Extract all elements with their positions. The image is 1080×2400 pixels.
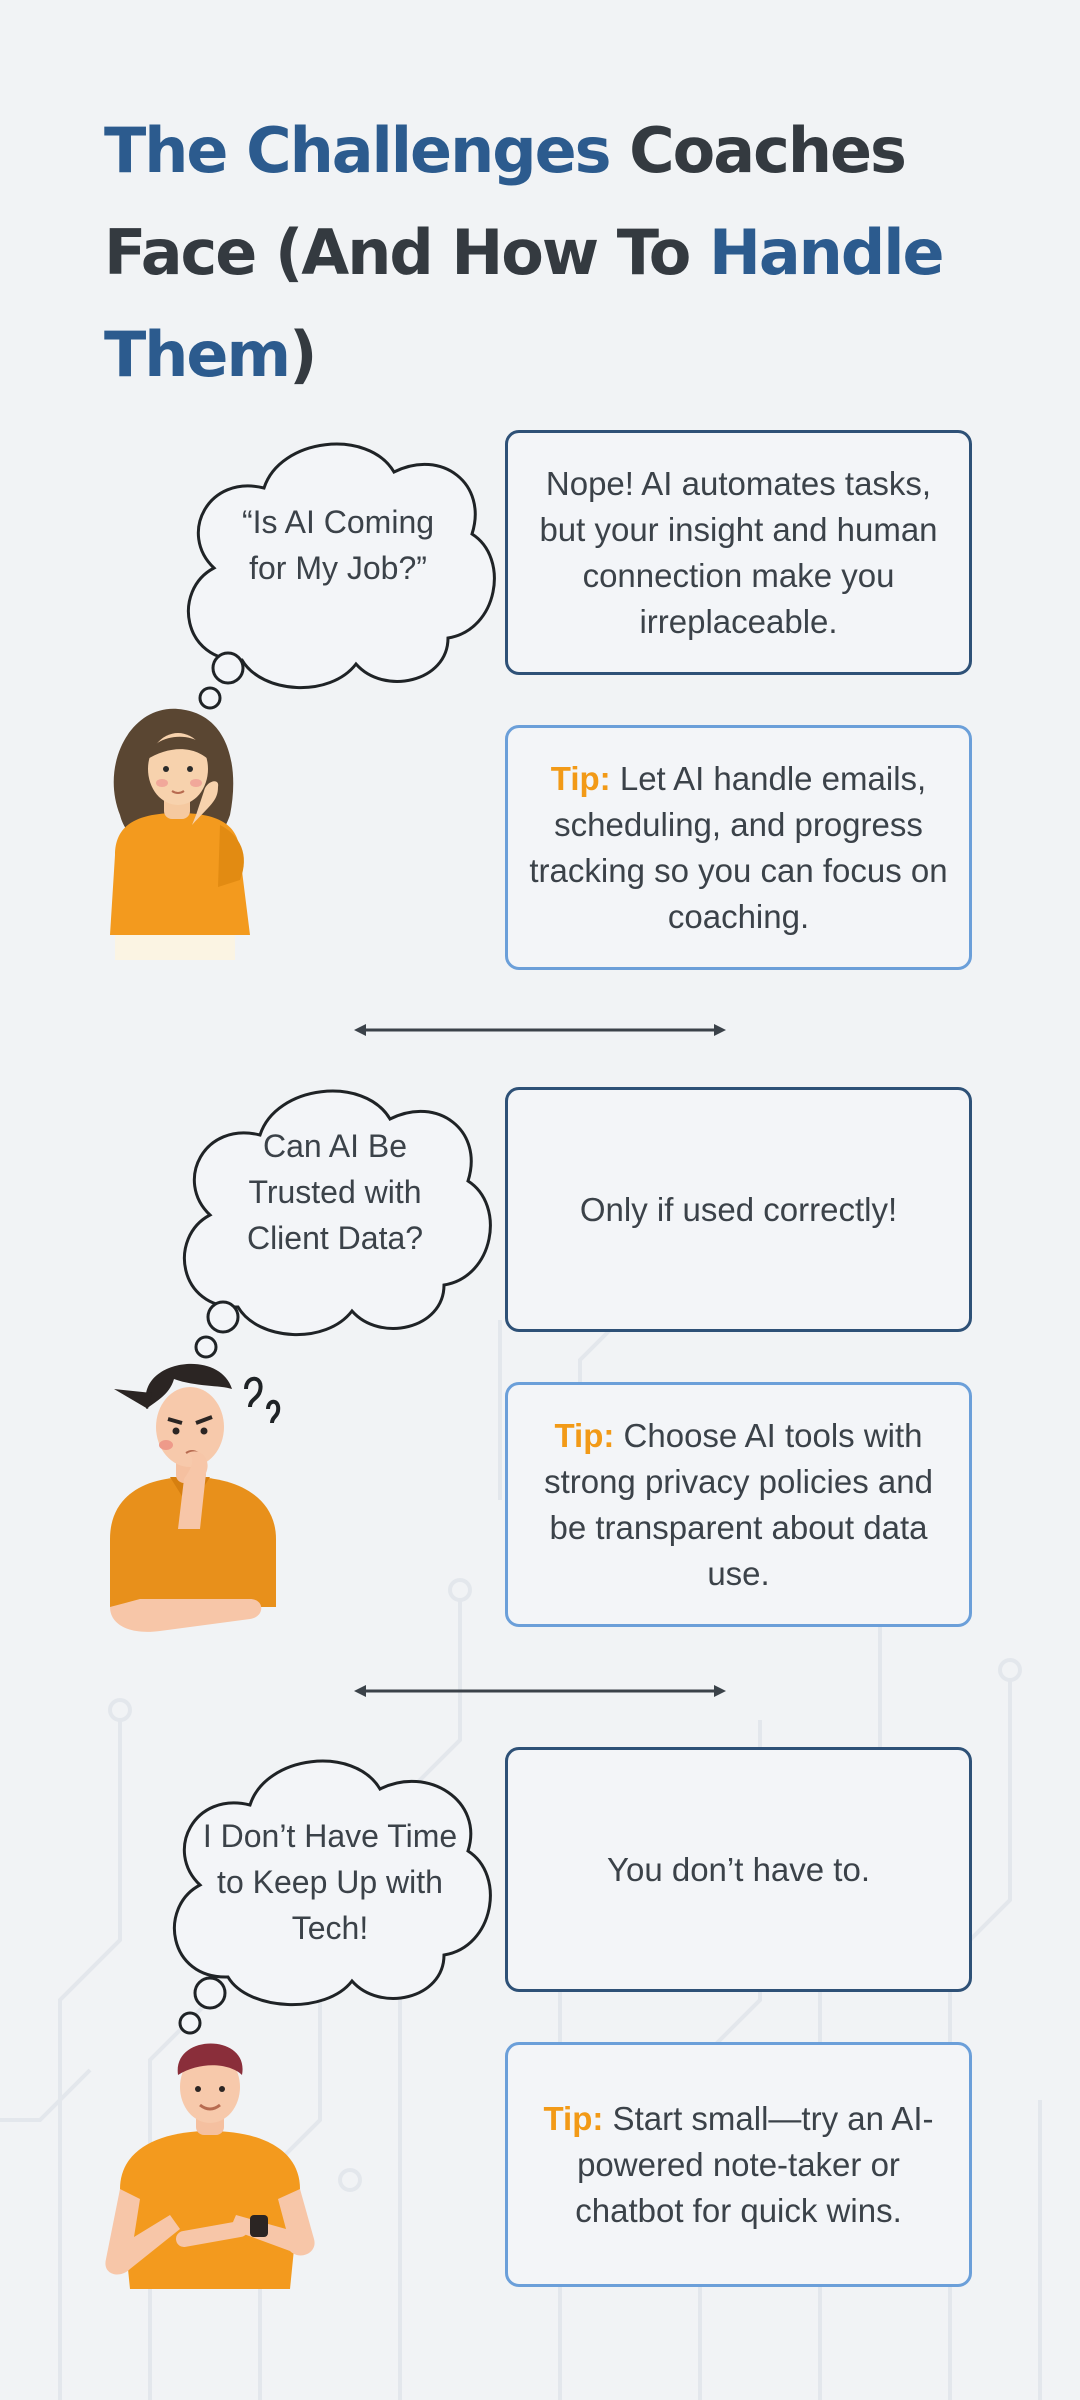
page-title: The Challenges Coaches Face (And How To … bbox=[104, 100, 1004, 406]
title-text-1: Coaches Face (And How To bbox=[104, 114, 907, 289]
answer-box: Only if used correctly! bbox=[505, 1087, 972, 1332]
tip-text: Choose AI tools with strong privacy poli… bbox=[544, 1416, 933, 1592]
section-divider-arrow bbox=[354, 1685, 726, 1697]
title-highlight-2: Handle Them bbox=[104, 216, 945, 391]
tip-text: Let AI handle emails, scheduling, and pr… bbox=[529, 759, 948, 935]
challenge-section-3: I Don’t Have Time to Keep Up with Tech! … bbox=[0, 1747, 1080, 2307]
thought-cloud bbox=[182, 1089, 492, 1359]
thought-text: Can AI Be Trusted with Client Data? bbox=[246, 1128, 424, 1256]
section-divider-arrow bbox=[354, 1024, 726, 1036]
challenge-section-1: “Is AI Coming for My Job?” Nope! AI auto… bbox=[0, 430, 1080, 990]
thought-cloud bbox=[186, 442, 496, 710]
challenge-section-2: Can AI Be Trusted with Client Data? Only… bbox=[0, 1087, 1080, 1647]
tip-label: Tip: bbox=[550, 759, 611, 797]
tip-label: Tip: bbox=[554, 1416, 615, 1454]
tip-box: Tip: Let AI handle emails, scheduling, a… bbox=[505, 725, 972, 970]
tip-box: Tip: Start small—try an AI-powered note-… bbox=[505, 2042, 972, 2287]
thought-text: I Don’t Have Time to Keep Up with Tech! bbox=[202, 1818, 458, 1946]
tip-box: Tip: Choose AI tools with strong privacy… bbox=[505, 1382, 972, 1627]
man-checking-watch-illustration bbox=[105, 2043, 315, 2289]
tip-label: Tip: bbox=[543, 2099, 604, 2137]
title-text-2: ) bbox=[289, 318, 317, 391]
answer-box: You don’t have to. bbox=[505, 1747, 972, 1992]
thought-cloud bbox=[172, 1759, 492, 2035]
woman-thinking-illustration bbox=[110, 708, 250, 960]
man-thinking-illustration bbox=[110, 1363, 281, 1632]
title-highlight-1: The Challenges bbox=[104, 114, 612, 187]
tip-text: Start small—try an AI-powered note-taker… bbox=[575, 2099, 934, 2229]
answer-box: Nope! AI automates tasks, but your insig… bbox=[505, 430, 972, 675]
thought-text: “Is AI Coming for My Job?” bbox=[241, 504, 435, 586]
